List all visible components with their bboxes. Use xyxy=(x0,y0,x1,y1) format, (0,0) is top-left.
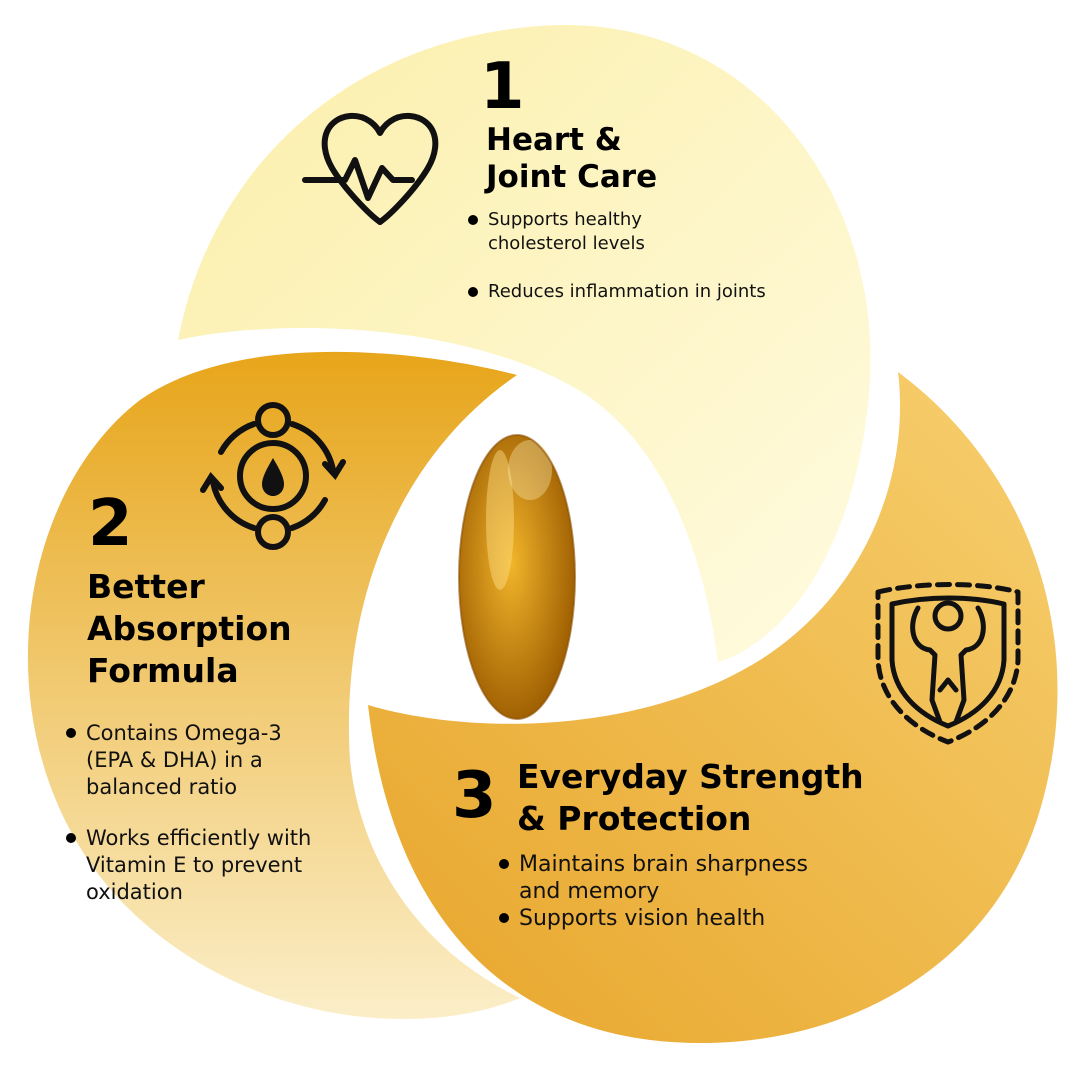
section-1-title: Heart & Joint Care xyxy=(486,122,657,195)
section-2-title: Better Absorption Formula xyxy=(87,566,292,692)
section-1-bullet-2: Reduces inflammation in joints xyxy=(466,280,836,304)
section-1-bullet-1: Supports healthy cholesterol levels xyxy=(466,208,698,256)
section-3-bullet-2: Supports vision health xyxy=(497,905,857,932)
section-1-title-line-2: Joint Care xyxy=(486,158,658,195)
section-3-bullet-1: Maintains brain sharpness and memory xyxy=(497,851,849,905)
petal-1 xyxy=(178,24,871,663)
section-3-number: 3 xyxy=(452,759,497,833)
petal-3 xyxy=(368,372,1058,1044)
section-1-title-line-1: Heart & xyxy=(486,122,622,158)
section-3-title: Everyday Strength & Protection xyxy=(517,756,864,840)
petal-2 xyxy=(27,351,521,1020)
section-1-number: 1 xyxy=(480,50,525,124)
section-3-title-line-1: Everyday Strength xyxy=(517,757,864,796)
shield-person-icon xyxy=(875,582,1021,745)
section-2-bullets: Contains Omega-3 (EPA & DHA) in a balanc… xyxy=(64,720,354,906)
section-2-title-line-2: Absorption xyxy=(87,609,292,648)
heart-pulse-icon xyxy=(302,112,439,225)
section-2-title-line-1: Better xyxy=(87,567,205,606)
section-3-bullets: Maintains brain sharpness and memory Sup… xyxy=(497,851,857,932)
section-3-title-line-2: & Protection xyxy=(517,799,752,838)
section-2-bullet-1: Contains Omega-3 (EPA & DHA) in a balanc… xyxy=(64,720,316,801)
section-2-bullet-2: Works efficiently with Vitamin E to prev… xyxy=(64,825,354,906)
section-2-title-line-3: Formula xyxy=(87,651,239,690)
section-1-bullets: Supports healthy cholesterol levels Redu… xyxy=(466,208,836,304)
drop-cycle-icon xyxy=(200,402,346,550)
section-2-number: 2 xyxy=(88,487,133,561)
omega-3-capsule xyxy=(458,434,576,720)
